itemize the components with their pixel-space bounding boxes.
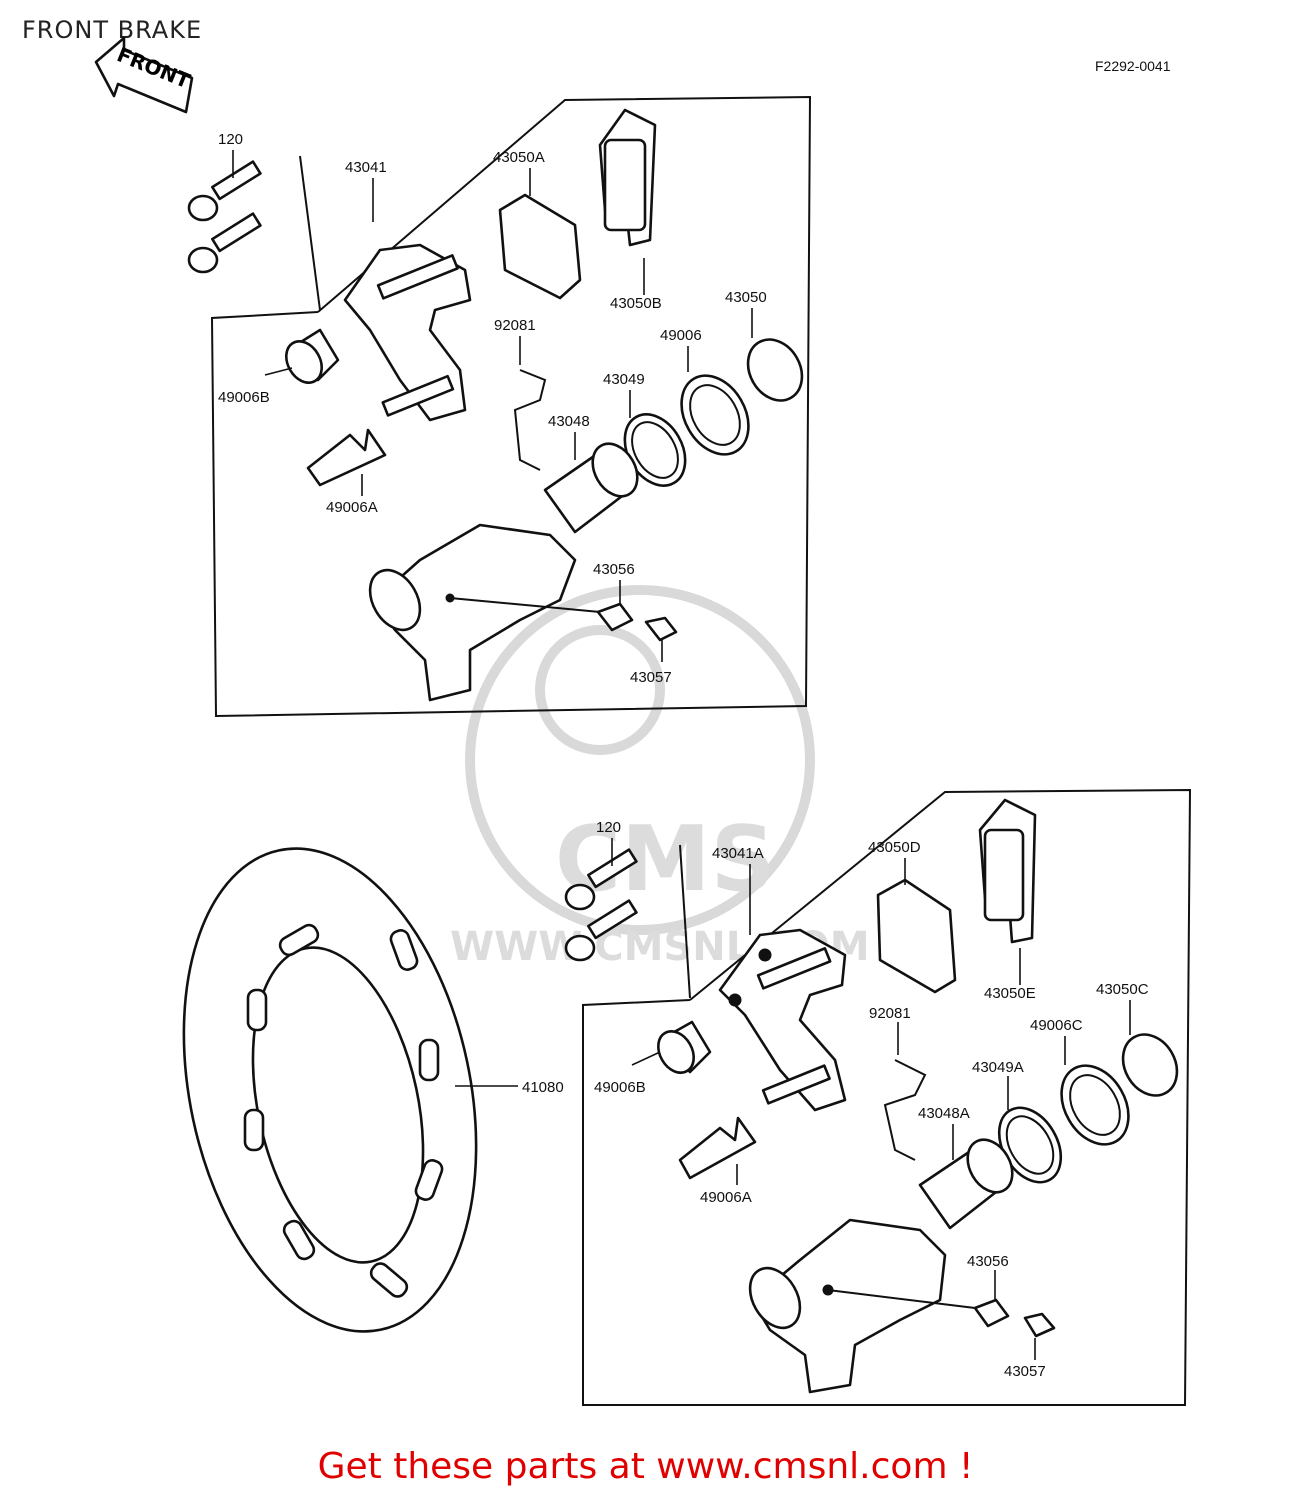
bolt-120-upper bbox=[187, 160, 262, 274]
diagram-code: F2292-0041 bbox=[1095, 58, 1171, 74]
label-49006A-upper: 49006A bbox=[326, 499, 378, 516]
bolt-120-lower bbox=[564, 848, 638, 962]
label-43057-lower: 43057 bbox=[1004, 1363, 1046, 1380]
label-49006B-upper: 49006B bbox=[218, 389, 270, 406]
exploded-parts-diagram: CMS WWW.CMSNL.COM FRONT bbox=[94, 36, 1192, 1406]
seal-49006 bbox=[680, 374, 750, 456]
upper-caliper-assembly: 120 43041 43050A 43050B 43050 92081 4900… bbox=[187, 95, 812, 718]
label-43041A: 43041A bbox=[712, 845, 764, 862]
pin-49006A bbox=[306, 428, 387, 487]
brake-disc-41080 bbox=[182, 847, 478, 1333]
cap-43050C bbox=[1121, 1033, 1179, 1097]
spring-92081 bbox=[513, 369, 547, 471]
lower-caliper-assembly: 120 43041A 43050D 43050E 43050C 92081 49… bbox=[182, 788, 1192, 1406]
label-43050C: 43050C bbox=[1096, 981, 1149, 998]
bleeder-43056 bbox=[596, 602, 634, 632]
spring-92081-lower bbox=[883, 1059, 927, 1161]
label-49006A-lower: 49006A bbox=[700, 1189, 752, 1206]
label-43050B: 43050B bbox=[610, 295, 662, 312]
cap-43057-lower bbox=[1023, 1312, 1056, 1338]
label-49006C: 49006C bbox=[1030, 1017, 1083, 1034]
pad-43050A bbox=[498, 193, 582, 300]
pin-49006A-lower bbox=[678, 1116, 757, 1180]
label-120-lower: 120 bbox=[596, 819, 621, 836]
label-43048A: 43048A bbox=[918, 1105, 970, 1122]
label-43050: 43050 bbox=[725, 289, 767, 306]
label-49006: 49006 bbox=[660, 327, 702, 344]
label-43057-upper: 43057 bbox=[630, 669, 672, 686]
label-43049A: 43049A bbox=[972, 1059, 1024, 1076]
seal-49006C bbox=[1060, 1064, 1130, 1146]
label-92081-lower: 92081 bbox=[869, 1005, 911, 1022]
cap-43057 bbox=[644, 616, 678, 642]
label-43048: 43048 bbox=[548, 413, 590, 430]
label-43056-lower: 43056 bbox=[967, 1253, 1009, 1270]
bleeder-43056-lower bbox=[973, 1298, 1010, 1328]
front-arrow-icon: FRONT bbox=[94, 36, 194, 114]
label-43050D: 43050D bbox=[868, 839, 921, 856]
label-49006B-lower: 49006B bbox=[594, 1079, 646, 1096]
caliper-body-upper bbox=[373, 523, 577, 702]
label-43050A: 43050A bbox=[493, 149, 545, 166]
label-41080: 41080 bbox=[522, 1079, 564, 1096]
label-92081-upper: 92081 bbox=[494, 317, 536, 334]
label-43049: 43049 bbox=[603, 371, 645, 388]
footer-link-text[interactable]: Get these parts at www.cmsnl.com ! bbox=[317, 1446, 974, 1487]
label-43041: 43041 bbox=[345, 159, 387, 176]
cap-43050 bbox=[746, 338, 804, 402]
pad-43050D bbox=[876, 878, 957, 994]
bracket-43041 bbox=[343, 243, 472, 422]
caliper-body-lower bbox=[750, 1218, 947, 1394]
label-43056-upper: 43056 bbox=[593, 561, 635, 578]
page-title: FRONT BRAKE bbox=[22, 16, 203, 44]
label-43050E: 43050E bbox=[984, 985, 1036, 1002]
label-120-upper: 120 bbox=[218, 131, 243, 148]
bracket-43041A bbox=[718, 928, 847, 1112]
